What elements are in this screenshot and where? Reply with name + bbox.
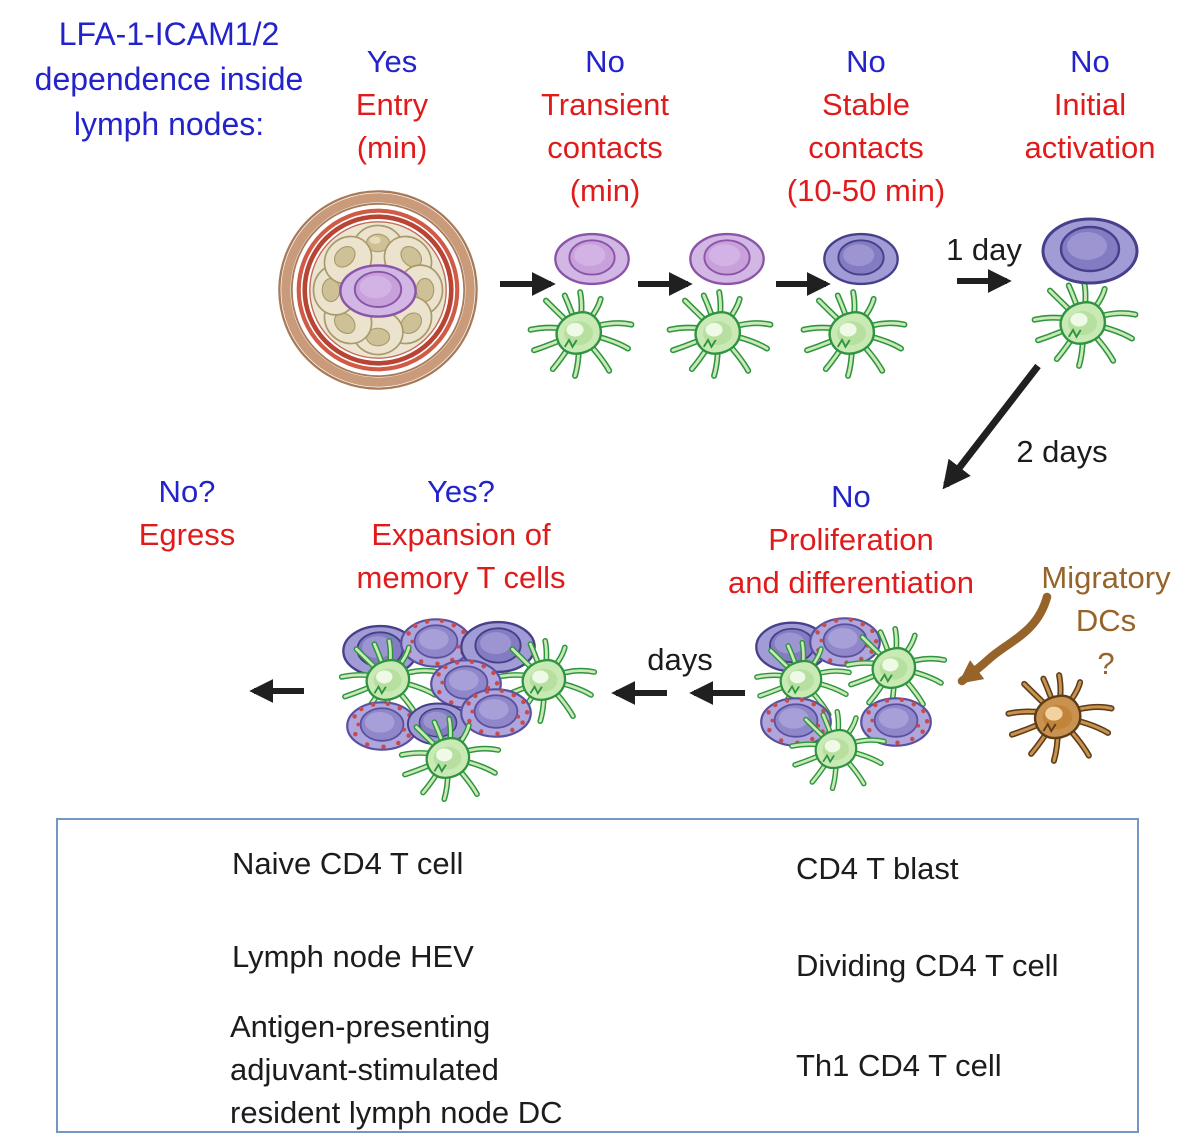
legend-naive-cd4-t-cell-label: Naive CD4 T cell <box>232 846 464 881</box>
migratory-dc-illustration <box>1008 675 1112 761</box>
one-day-label: 1 day <box>946 232 1022 267</box>
legend-th1-cd4-t-cell-label: Th1 CD4 T cell <box>796 1048 1002 1083</box>
stage-egress-answer: No? <box>158 474 216 509</box>
title-line-2: dependence inside <box>34 61 304 97</box>
migratory-dc-arrow <box>957 592 1052 686</box>
legend-lymph-node-hev-label: Lymph node HEV <box>232 939 474 974</box>
legend-cd4-t-blast-label: CD4 T blast <box>796 851 959 886</box>
migratory-question-mark: ? <box>1097 646 1115 681</box>
resident-dc-4 <box>1034 282 1136 366</box>
stage-transient-label: No Transient contacts (min) <box>541 40 669 212</box>
figure-title: LFA-1-ICAM1/2 dependence inside lymph no… <box>35 12 304 147</box>
stage-activation-answer: No <box>1070 44 1110 79</box>
legend-dividing-cd4-t-cell-label: Dividing CD4 T cell <box>796 948 1059 983</box>
legend-resident-dc-label: Antigen-presenting adjuvant-stimulated r… <box>230 1009 563 1130</box>
stage-proliferation-answer: No <box>831 479 871 514</box>
activated-t-cell <box>824 234 898 284</box>
title-line-1: LFA-1-ICAM1/2 <box>58 16 280 52</box>
stage-entry-label: Yes Entry (min) <box>356 40 428 169</box>
naive-t-cell-in-hev <box>340 265 416 317</box>
cd4-t-blast-cell <box>1043 219 1137 283</box>
cluster1-th1-a <box>401 619 471 667</box>
stage-stable-label: No Stable contacts (10-50 min) <box>787 40 946 212</box>
cluster1-th1-c <box>347 702 417 750</box>
legend-box <box>56 818 1139 1133</box>
stage-proliferation-label: No Proliferation and differentiation <box>728 475 974 604</box>
stage-expansion-answer: Yes? <box>427 474 495 509</box>
stage-transient-answer: No <box>585 44 625 79</box>
two-days-arrow <box>942 363 1041 490</box>
stage-activation-label: No Initial activation <box>1025 40 1156 169</box>
title-line-3: lymph nodes: <box>73 106 265 142</box>
resident-dc-2 <box>669 292 771 376</box>
stage-egress-label: No? Egress <box>139 470 235 556</box>
resident-dc-3 <box>803 292 905 376</box>
cluster1-th1-d <box>461 689 531 737</box>
stage-stable-answer: No <box>846 44 886 79</box>
two-days-label: 2 days <box>1016 434 1108 469</box>
migratory-dcs-label: Migratory DCs ? <box>1041 556 1170 685</box>
stage-entry-answer: Yes <box>366 44 418 79</box>
stage-expansion-label: Yes? Expansion of memory T cells <box>356 470 565 599</box>
naive-t-cell-2 <box>690 234 764 284</box>
days-label: days <box>647 642 713 677</box>
resident-dc-1 <box>530 292 632 376</box>
naive-t-cell-1 <box>555 234 629 284</box>
